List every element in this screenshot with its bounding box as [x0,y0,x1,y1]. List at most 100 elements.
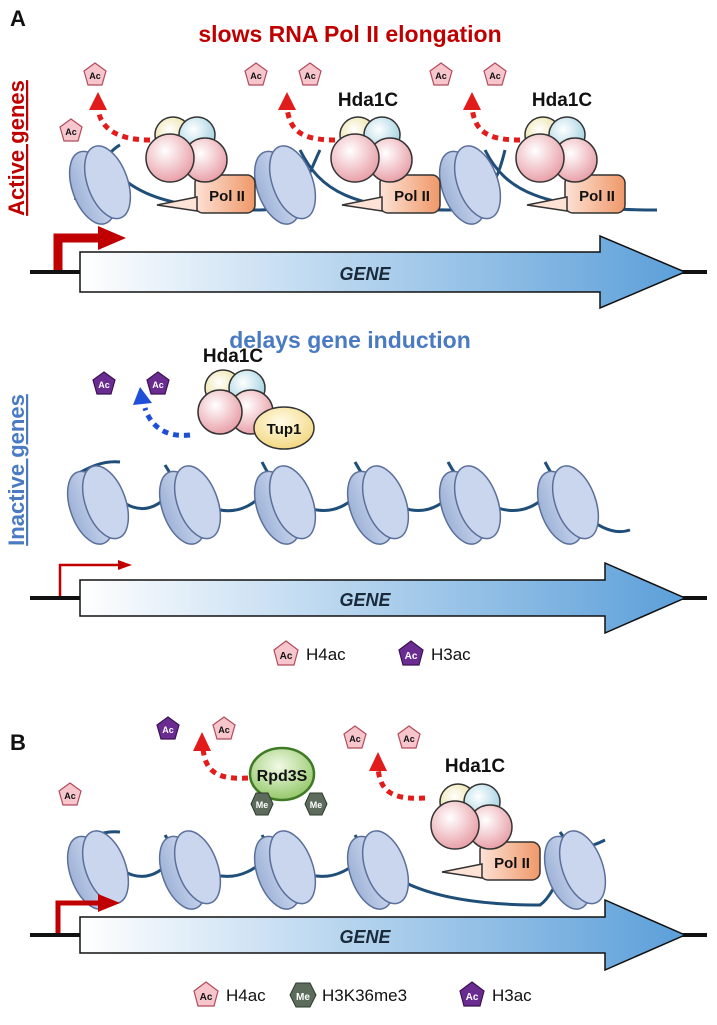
promoter-arrowhead-active [98,226,126,250]
svg-text:Ac: Ac [250,71,262,81]
tup1-protein [253,406,315,450]
svg-text:Ac: Ac [200,992,213,1003]
svg-text:Me: Me [296,992,310,1003]
hda1c-tup1-complex: Tup1 [197,369,315,450]
gene-arrow-b [79,898,687,972]
legend-h3ac-icon: Ac [459,981,485,1007]
h4ac-mark: Ac [59,118,83,142]
h4ac-mark: Ac [397,725,421,749]
nucleosome [66,830,130,910]
deacetylation-arrowhead [89,92,107,110]
deacetylation-arrowhead [369,752,387,771]
svg-text:Ac: Ac [280,651,293,662]
h3ac-mark: Ac [92,371,116,395]
svg-text:Ac: Ac [89,71,101,81]
deacetylation-arrowhead [463,92,481,110]
legend-h3k36me3-icon: Me [289,982,317,1008]
inactive-side-label: Inactive genes [4,394,29,546]
svg-text:Ac: Ac [435,71,447,81]
h4ac-mark: Ac [343,725,367,749]
svg-text:Ac: Ac [98,380,110,390]
legend-h4ac-label: H4ac [306,645,346,664]
legend-h3k36me3-label: H3K36me3 [322,986,407,1005]
deacetylation-arrowhead [193,732,211,751]
h4ac-mark: Ac [244,62,268,86]
deacetylation-arrow [200,747,249,781]
hda1c-label: Hda1C [338,90,398,111]
active-title: slows RNA Pol II elongation [198,21,501,47]
promoter-arrowhead-inactive [118,560,132,570]
legend-h4ac-icon: Ac [273,640,299,666]
nucleosome [346,830,410,910]
promoter-arrow-active [53,233,100,272]
active-side-label: Active genes [4,80,29,216]
svg-text:Me: Me [310,800,323,810]
nucleosome [438,465,502,545]
deacetylation-arrow [284,107,336,143]
svg-text:Ac: Ac [64,791,76,801]
h3ac-mark: Ac [146,371,170,395]
legend-h4ac-icon: Ac [193,981,219,1007]
h4ac-mark: Ac [83,62,107,86]
svg-text:Ac: Ac [403,734,415,744]
deacetylation-arrow [469,107,521,143]
gene-label-active: GENE [339,264,391,284]
svg-text:Ac: Ac [405,651,418,662]
svg-text:Me: Me [256,800,269,810]
pol2-box [479,841,541,881]
promoter-arrow-b [55,900,100,935]
deacetylation-arrow [95,107,151,143]
deacetylation-arrow [375,767,426,801]
legend-h3ac-label: H3ac [431,645,471,664]
svg-text:Ac: Ac [218,725,230,735]
nucleosome [158,830,222,910]
nucleosome [158,465,222,545]
hda1c-label: Hda1C [445,756,505,777]
nucleosome [253,465,317,545]
h3k36me3-mark: Me [250,792,274,816]
hda1c-pol2-complex: Pol II [515,116,626,214]
h3ac-mark: Ac [156,716,180,740]
svg-text:Ac: Ac [65,127,77,137]
nucleosome [68,145,132,225]
tup1-label: Tup1 [267,421,302,438]
h4ac-mark: Ac [58,782,82,806]
svg-text:Ac: Ac [466,992,479,1003]
hda1c-label: Hda1C [532,90,592,111]
gene-label-inactive: GENE [339,590,391,610]
svg-text:Ac: Ac [162,725,174,735]
panel-a-label: A [10,6,26,31]
svg-text:Ac: Ac [304,71,316,81]
gene-arrow-active [79,234,687,310]
hda1c-pol2-complex: Pol II [430,783,541,881]
deacetylation-arrowhead [278,92,296,110]
h4ac-mark: Ac [298,62,322,86]
gene-label-b: GENE [339,927,391,947]
nucleosome [66,465,130,545]
rpd3s-label: Rpd3S [257,768,308,785]
active-side-label-group: Active genes [4,80,29,216]
legend-h3ac-label: H3ac [492,986,532,1005]
h3k36me3-mark: Me [304,792,328,816]
pol2-box [564,174,626,214]
pol2-box [379,174,441,214]
panel-b-label: B [10,730,26,755]
h4ac-mark: Ac [429,62,453,86]
nucleosome [438,145,502,225]
legend-h3ac-icon: Ac [398,640,424,666]
deacetylation-arrowhead-blue [133,387,152,405]
promoter-arrow-inactive [58,563,120,598]
nucleosome [543,830,607,910]
hda1c-label: Hda1C [203,346,263,367]
svg-text:Ac: Ac [349,734,361,744]
svg-text:Ac: Ac [489,71,501,81]
pol2-label: Pol II [394,188,430,205]
inactive-side-label-group: Inactive genes [4,394,29,546]
gene-arrow-inactive [79,561,687,635]
pol2-label: Pol II [579,188,615,205]
pol2-box [194,174,256,214]
h4ac-mark: Ac [483,62,507,86]
promoter-arrowhead-b [98,894,120,912]
inactive-title: delays gene induction [229,327,471,353]
legend-h4ac-label: H4ac [226,986,266,1005]
